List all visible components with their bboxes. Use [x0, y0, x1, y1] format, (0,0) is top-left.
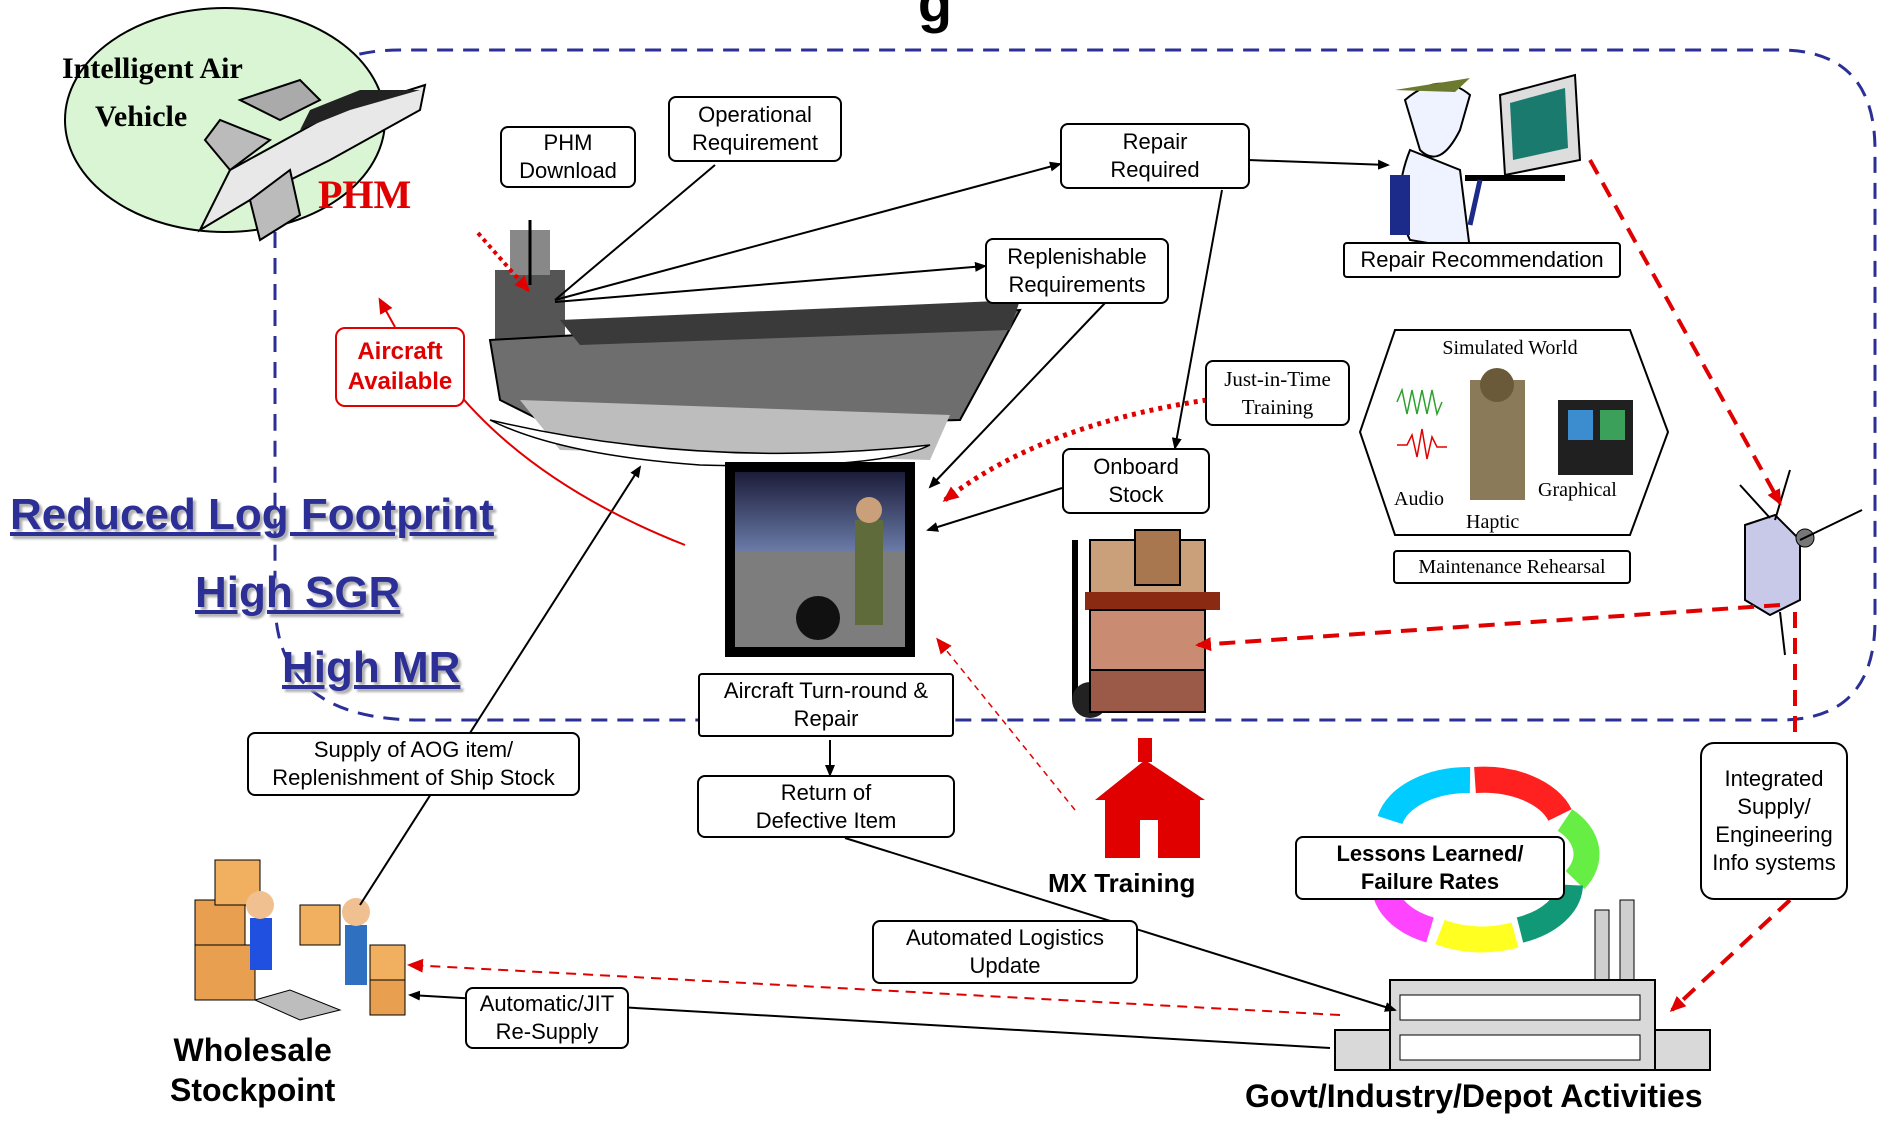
- metric-high-mr[interactable]: High MR: [282, 643, 461, 692]
- integrated-supply-line4: Info systems: [1712, 850, 1836, 875]
- stock-cart-icon: [1072, 529, 1220, 718]
- fighter-jet-icon: [197, 78, 427, 242]
- automatic-jit-line2: Re-Supply: [495, 1019, 599, 1044]
- school-house-icon: [1095, 738, 1205, 858]
- wholesale-line1: Wholesale: [173, 1032, 332, 1068]
- turn-round-line1: Aircraft Turn-round &: [723, 678, 929, 703]
- maintenance-scene-icon: [725, 462, 915, 657]
- operational-requirement-line1: Operational: [698, 102, 812, 127]
- maintenance-rehearsal-box: Maintenance Rehearsal: [1393, 550, 1631, 584]
- wholesale-label: Wholesale Stockpoint: [170, 1030, 335, 1110]
- phm-download-box: PHM Download: [500, 126, 636, 188]
- air-vehicle-title-line1: Intelligent Air: [62, 52, 243, 85]
- aircraft-available-box: Aircraft Available: [335, 327, 465, 407]
- mx-training-label: MX Training: [1048, 868, 1196, 898]
- metric-high-sgr[interactable]: High SGR: [195, 568, 401, 617]
- lessons-learned-box: Lessons Learned/ Failure Rates: [1295, 836, 1565, 900]
- onboard-stock-line2: Stock: [1108, 482, 1164, 507]
- lessons-learned-line1: Lessons Learned/: [1336, 841, 1524, 866]
- just-in-time-training-box: Just-in-Time Training: [1205, 360, 1350, 426]
- operational-requirement-line2: Requirement: [692, 130, 818, 155]
- operational-requirement-box: Operational Requirement: [668, 96, 842, 162]
- repair-recommendation-label: Repair Recommendation: [1360, 247, 1604, 272]
- wholesale-line2: Stockpoint: [170, 1072, 336, 1108]
- factory-icon: [1334, 899, 1711, 1071]
- air-vehicle-title-line2: Vehicle: [95, 100, 187, 133]
- haptic-soldier-icon: [1470, 368, 1525, 500]
- lessons-learned-line2: Failure Rates: [1360, 869, 1500, 894]
- replenishable-requirements-box: Replenishable Requirements: [985, 238, 1169, 304]
- integrated-supply-line1: Integrated: [1724, 766, 1824, 791]
- turn-round-line2: Repair: [793, 706, 859, 731]
- phm-label: PHM: [318, 172, 411, 217]
- audio-waveform-icon: [1396, 387, 1447, 460]
- just-in-time-line2: Training: [1241, 395, 1314, 419]
- repair-required-line1: Repair: [1122, 129, 1188, 154]
- graphical-cockpit-icon: [1558, 400, 1633, 475]
- repair-required-line2: Required: [1110, 157, 1200, 182]
- red-feedback-lines: [378, 159, 1797, 1016]
- phm-download-line2: Download: [519, 158, 617, 183]
- integrated-supply-box: Integrated Supply/ Engineering Info syst…: [1700, 742, 1848, 900]
- return-defective-line2: Defective Item: [755, 807, 897, 833]
- satellite-icon: [1739, 469, 1863, 656]
- audio-label: Audio: [1394, 488, 1444, 510]
- analyst-computer-icon: [1390, 73, 1582, 252]
- integrated-supply-line2: Supply/: [1737, 794, 1811, 819]
- repair-recommendation-box: Repair Recommendation: [1343, 242, 1621, 278]
- warehouse-boxes-icon: [194, 859, 406, 1021]
- supply-aog-box: Supply of AOG item/ Replenishment of Shi…: [247, 732, 580, 796]
- replenishable-line2: Requirements: [1008, 272, 1146, 297]
- integrated-supply-line3: Engineering: [1715, 822, 1833, 847]
- supply-aog-line2: Replenishment of Ship Stock: [272, 765, 555, 790]
- automated-logistics-box: Automated Logistics Update: [872, 920, 1138, 984]
- page-title-fragment: g: [918, 0, 952, 34]
- automated-logistics-line1: Automated Logistics: [905, 925, 1105, 950]
- simulated-world-title: Simulated World: [1442, 337, 1577, 359]
- automated-logistics-line2: Update: [969, 953, 1041, 978]
- supply-aog-line1: Supply of AOG item/: [313, 737, 514, 762]
- replenishable-line1: Replenishable: [1007, 244, 1147, 269]
- aircraft-available-line2: Available: [347, 368, 453, 395]
- govt-industry-label: Govt/Industry/Depot Activities: [1245, 1078, 1703, 1114]
- return-defective-line1: Return of: [780, 779, 872, 805]
- repair-required-box: Repair Required: [1060, 123, 1250, 189]
- graphical-label: Graphical: [1538, 479, 1617, 501]
- onboard-stock-line1: Onboard: [1093, 454, 1179, 479]
- metric-reduced-log-footprint[interactable]: Reduced Log Footprint: [10, 490, 494, 539]
- maintenance-rehearsal-label: Maintenance Rehearsal: [1418, 556, 1606, 578]
- return-defective-box: Return of Defective Item: [697, 775, 955, 838]
- automatic-jit-line1: Automatic/JIT: [479, 991, 615, 1016]
- lessons-cycle-icon: [1371, 766, 1600, 953]
- onboard-stock-box: Onboard Stock: [1062, 448, 1210, 514]
- just-in-time-line1: Just-in-Time: [1224, 367, 1331, 391]
- aircraft-turn-round-box: Aircraft Turn-round & Repair: [698, 673, 954, 737]
- aircraft-available-line1: Aircraft: [357, 338, 443, 365]
- aircraft-carrier-icon: [488, 220, 1022, 467]
- haptic-label: Haptic: [1466, 511, 1519, 533]
- automatic-jit-box: Automatic/JIT Re-Supply: [465, 987, 629, 1049]
- phm-download-line1: PHM: [543, 130, 593, 155]
